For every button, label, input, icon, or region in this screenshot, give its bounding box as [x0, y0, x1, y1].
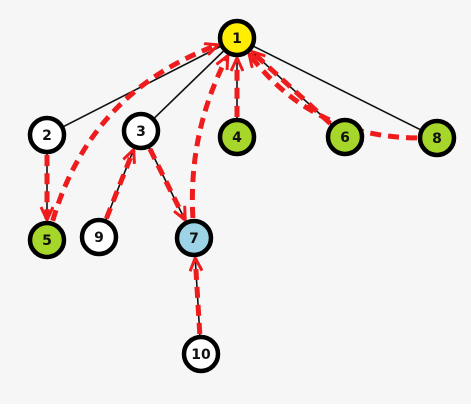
node-circle-2 — [27, 115, 67, 155]
arrow-3-to-7 — [147, 147, 187, 219]
node-circle-1 — [217, 18, 257, 58]
node-10: 10 — [181, 334, 221, 374]
node-1: 1 — [217, 18, 257, 58]
node-9: 9 — [79, 217, 119, 257]
arrow-9-to-3 — [104, 151, 133, 220]
node-label-7: 7 — [189, 231, 199, 247]
arrow-5-to-1 — [50, 45, 218, 222]
tree-edge-1-8 — [236, 37, 438, 139]
node-label-8: 8 — [432, 131, 442, 147]
arrow-7-to-1 — [189, 57, 230, 219]
node-label-5: 5 — [42, 233, 52, 249]
tree-edges — [46, 37, 438, 355]
node-label-9: 9 — [94, 230, 104, 246]
node-label-6: 6 — [340, 130, 350, 146]
node-8: 8 — [417, 118, 457, 158]
node-circle-7 — [174, 218, 214, 258]
node-circle-6 — [325, 117, 365, 157]
node-circle-5 — [27, 220, 67, 260]
node-label-2: 2 — [42, 128, 52, 144]
node-circle-8 — [417, 118, 457, 158]
node-3: 3 — [121, 111, 161, 151]
node-label-10: 10 — [191, 347, 211, 363]
node-label-1: 1 — [232, 31, 242, 47]
node-7: 7 — [174, 218, 214, 258]
arrow-10-to-7 — [195, 259, 200, 335]
node-2: 2 — [27, 115, 67, 155]
node-5: 5 — [27, 220, 67, 260]
tree-edge-1-3 — [140, 37, 238, 132]
arrow-edges — [47, 45, 418, 335]
arrow-8-to-1 — [250, 55, 418, 141]
node-label-3: 3 — [136, 124, 146, 140]
nodes: 1 2 3 4 6 8 5 9 7 10 — [27, 18, 457, 374]
node-label-4: 4 — [232, 130, 242, 146]
node-circle-9 — [79, 217, 119, 257]
node-circle-4 — [217, 117, 257, 157]
node-circle-10 — [181, 334, 221, 374]
node-circle-3 — [121, 111, 161, 151]
node-6: 6 — [325, 117, 365, 157]
node-4: 4 — [217, 117, 257, 157]
